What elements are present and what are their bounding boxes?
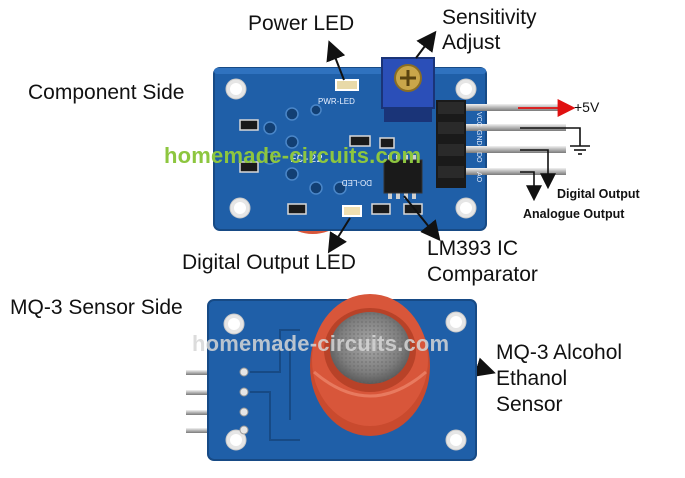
- sensitivity-adjust-label-line2: Adjust: [442, 31, 501, 54]
- power-led: [335, 79, 359, 91]
- digital-output-led: [342, 205, 362, 217]
- svg-text:GND: GND: [475, 130, 482, 146]
- digital-output-label: Digital Output: [557, 187, 640, 201]
- lm393-ic: [383, 155, 423, 199]
- digital-output-arrow: [520, 149, 556, 190]
- analogue-output-arrow: [520, 171, 542, 202]
- mq3-sensor-side-label: MQ-3 Sensor Side: [10, 296, 183, 319]
- ground-icon: [570, 145, 590, 155]
- solder-pads-bottom: [239, 367, 249, 435]
- model-silkscreen: FC-22: [290, 154, 323, 166]
- sensitivity-adjust-label-line1: Sensitivity: [442, 6, 537, 29]
- power-led-label: Power LED: [248, 12, 355, 35]
- pin-silkscreen: VCC GND DO AO: [475, 112, 482, 183]
- pwr-led-silkscreen: PWR-LED: [318, 97, 355, 106]
- sensitivity-arrow: [415, 30, 437, 59]
- lm393-label-line1: LM393 IC: [427, 237, 519, 260]
- pin-connection-lines: [518, 99, 590, 202]
- watermark-top: homemade-circuits.com: [164, 143, 422, 168]
- gnd-line: [520, 127, 581, 146]
- top-board: PWR-LED FC-22 DO-LED: [213, 57, 566, 234]
- svg-text:AO: AO: [475, 172, 482, 183]
- digital-led-arrow: [327, 217, 351, 254]
- lm393-arrow: [403, 195, 441, 242]
- sensitivity-potentiometer: [381, 57, 435, 122]
- power-led-arrow: [326, 40, 346, 81]
- mounting-holes-top: [225, 78, 477, 219]
- mq3-sensor: [310, 294, 430, 436]
- pin-header-top: [436, 100, 566, 188]
- plus-5v-label: +5V: [574, 99, 600, 115]
- svg-text:VCC: VCC: [475, 112, 482, 127]
- traces-bottom: [250, 329, 300, 441]
- pin-header-bottom: [186, 370, 220, 433]
- vias-top: [263, 104, 347, 195]
- bottom-board: [186, 294, 477, 461]
- svg-text:DO: DO: [475, 152, 482, 163]
- component-side-label: Component Side: [28, 81, 185, 104]
- pcb-top-highlight: [214, 68, 486, 74]
- lm393-label-line2: Comparator: [427, 263, 538, 286]
- mq3-label-line2: Ethanol: [496, 367, 568, 390]
- smd-components-top: [239, 119, 423, 215]
- mq3-label-line3: Sensor: [496, 393, 563, 416]
- digital-output-led-label: Digital Output LED: [182, 251, 356, 274]
- watermark-bottom: homemade-circuits.com: [192, 331, 450, 356]
- analogue-output-label: Analogue Output: [523, 207, 625, 221]
- do-led-silkscreen: DO-LED: [342, 178, 372, 187]
- mounting-holes-bottom: [223, 311, 467, 451]
- mq3-label-line1: MQ-3 Alcohol: [496, 341, 623, 364]
